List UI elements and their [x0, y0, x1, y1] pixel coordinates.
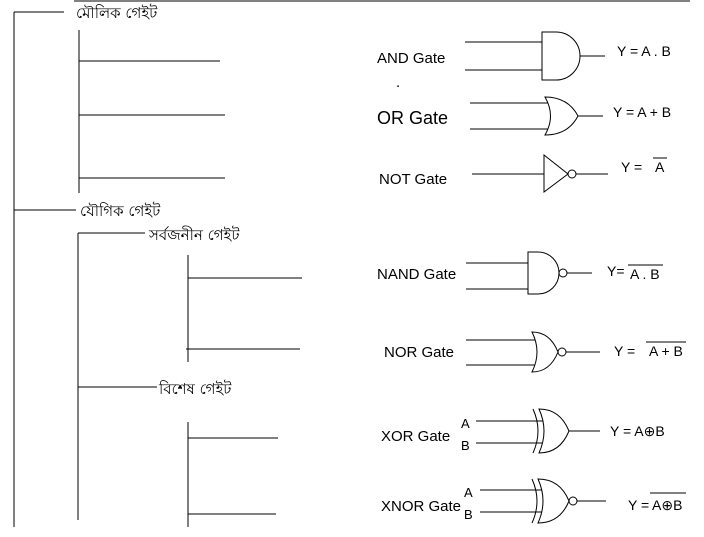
- not-gate-symbol: [543, 153, 569, 193]
- xor-input-a: A: [461, 416, 470, 431]
- xnor-input-a: A: [464, 485, 473, 500]
- xor-extra-curve: [532, 408, 539, 454]
- basic-gates-label: মৌলিক গেইট: [76, 4, 158, 22]
- xnor-gate-bubble: [568, 496, 578, 506]
- xnor-gate-equation-prefix: Y =: [628, 497, 649, 513]
- not-gate-equation-prefix: Y =: [621, 159, 642, 175]
- xor-input-b: B: [461, 438, 470, 453]
- not-gate-row: NOT Gate Y = A: [379, 153, 667, 193]
- xnor-input-b: B: [464, 507, 473, 522]
- nor-gate-symbol: [531, 331, 559, 373]
- and-gate-symbol: [541, 31, 581, 81]
- nor-gate-row: NOR Gate Y = A + B: [384, 331, 686, 373]
- nand-gate-equation-prefix: Y=: [607, 263, 625, 279]
- special-gates-label: বিশেষ গেইট: [158, 380, 232, 398]
- or-gate-symbol: [544, 96, 579, 136]
- or-gate-label: OR Gate: [377, 108, 448, 128]
- universal-gates-label: সর্বজনীন গেইট: [148, 226, 240, 244]
- xor-gate-equation: Y = A⊕B: [610, 423, 665, 439]
- xnor-gate-label: XNOR Gate: [381, 498, 461, 515]
- nand-gate-row: NAND Gate Y= A . B: [377, 251, 663, 295]
- classification-tree: মৌলিক গেইট যৌগিক গেইট সর্বজনীন গেইট বিশে…: [13, 4, 302, 527]
- and-gate-row: AND Gate . Y = A . B: [377, 31, 671, 91]
- xor-gate-row: XOR Gate A B Y = A⊕B: [381, 408, 665, 454]
- nor-gate-equation-overbar: A + B: [649, 343, 683, 359]
- nand-gate-equation-overbar: A . B: [630, 266, 660, 282]
- xnor-gate-row: XNOR Gate A B Y = A⊕B: [381, 478, 686, 524]
- not-gate-equation-overbar: A: [655, 159, 665, 175]
- nor-gate-equation-prefix: Y =: [614, 343, 635, 359]
- stray-dot: .: [396, 74, 400, 91]
- or-gate-equation: Y = A + B: [613, 104, 671, 120]
- xnor-gate-symbol: [537, 478, 570, 524]
- not-gate-label: NOT Gate: [379, 171, 447, 188]
- xor-gate-label: XOR Gate: [381, 428, 450, 445]
- nor-gate-label: NOR Gate: [384, 344, 454, 361]
- xor-gate-symbol: [538, 408, 570, 454]
- nand-gate-bubble: [558, 268, 568, 278]
- xnor-extra-curve: [531, 478, 538, 524]
- and-gate-label: AND Gate: [377, 50, 445, 67]
- nor-gate-bubble: [557, 347, 567, 357]
- nand-gate-symbol: [527, 251, 560, 295]
- and-gate-equation: Y = A . B: [617, 43, 671, 59]
- nand-gate-label: NAND Gate: [377, 266, 456, 283]
- not-gate-bubble: [567, 169, 577, 179]
- or-gate-row: OR Gate Y = A + B: [377, 96, 671, 136]
- compound-gates-label: যৌগিক গেইট: [80, 202, 161, 220]
- xnor-gate-equation-overbar: A⊕B: [652, 497, 682, 513]
